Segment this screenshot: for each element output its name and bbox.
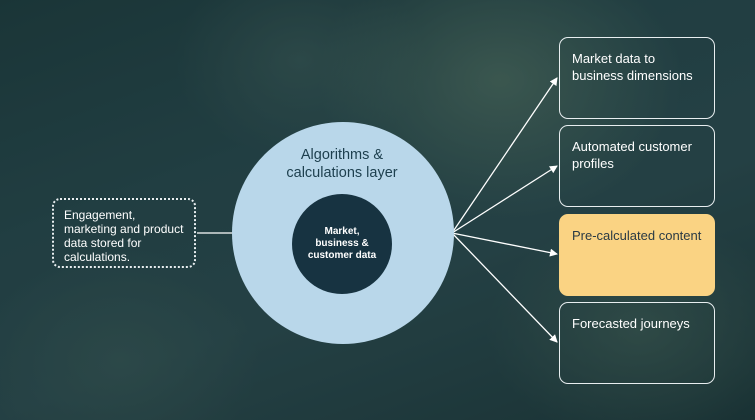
output-box-precalculated-content: Pre-calculated content [559,214,715,296]
output-box-forecasted-journeys: Forecasted journeys [559,302,715,384]
output-label-market-data: Market data to business dimensions [572,51,693,83]
output-label-forecasted-journeys: Forecasted journeys [572,316,690,331]
output-arrow-3 [451,232,558,257]
output-label-customer-profiles: Automated customer profiles [572,139,692,171]
core-data-circle: Market, business & customer data [292,194,392,294]
output-box-customer-profiles: Automated customer profiles [559,125,715,207]
output-arrow-4 [451,232,558,343]
output-arrow-2 [451,165,558,234]
output-arrow-1 [451,77,558,234]
input-data-box: Engagement, marketing and product data s… [52,198,196,268]
output-box-market-data: Market data to business dimensions [559,37,715,119]
output-label-precalculated-content: Pre-calculated content [572,228,702,243]
algorithms-layer-label: Algorithms & calculations layer [286,147,398,181]
input-data-label: Engagement, marketing and product data s… [64,208,184,264]
core-data-label: Market, business & customer data [307,226,377,261]
